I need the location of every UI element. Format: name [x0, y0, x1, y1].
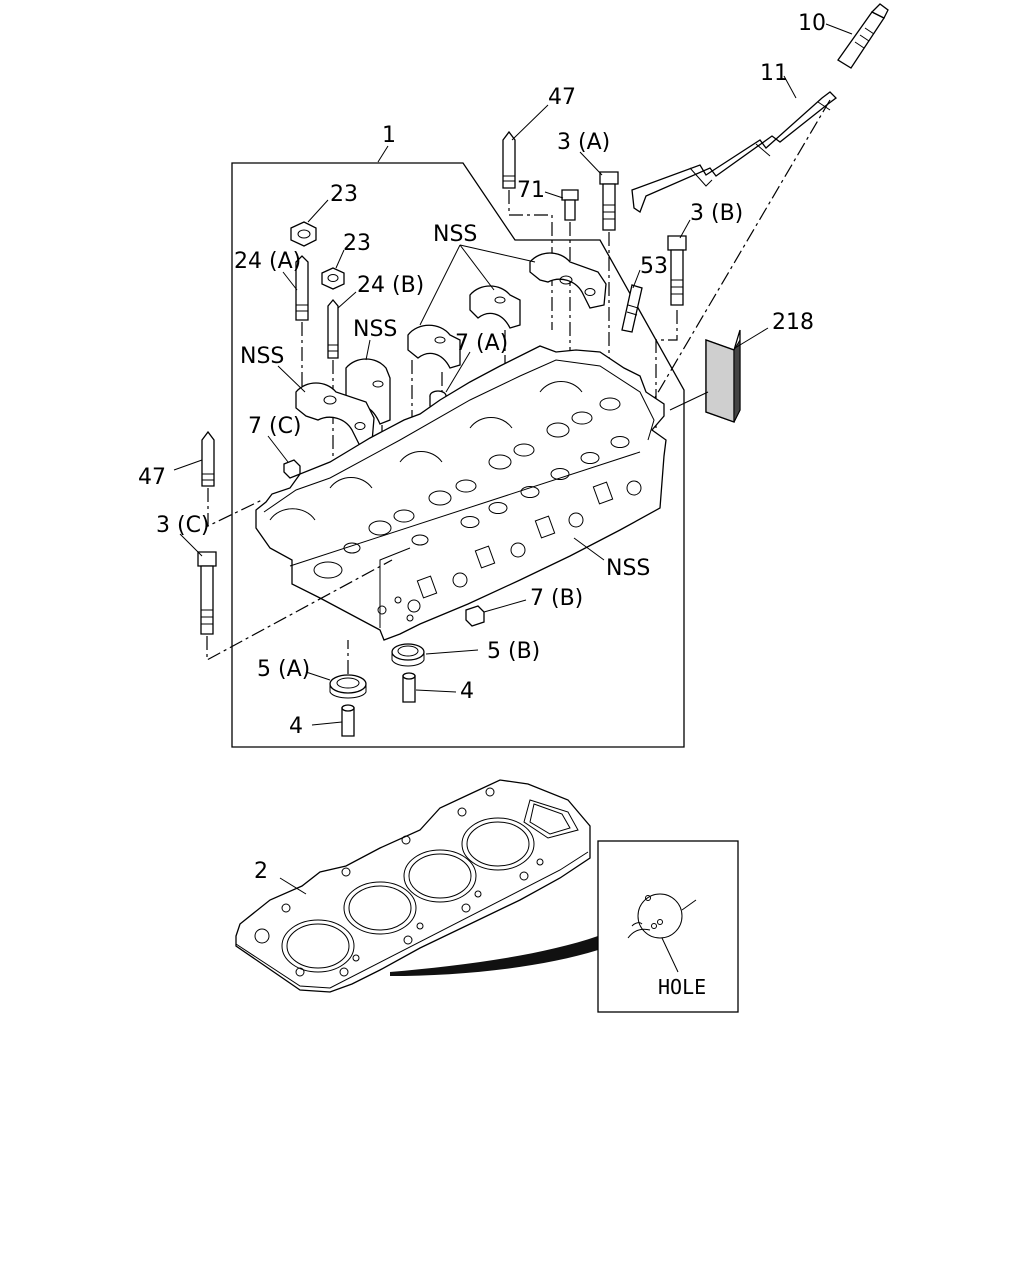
leader-7c [267, 435, 289, 463]
stud-24b [327, 298, 339, 359]
seal-5b [391, 643, 425, 667]
leader-71 [544, 191, 564, 199]
dowel-4-left [341, 704, 355, 737]
cylinder-head [255, 345, 667, 641]
callout-4-right: 4 [460, 679, 474, 704]
stud-53 [621, 284, 643, 333]
callout-23-lower: 23 [343, 231, 371, 256]
head-gasket [235, 779, 591, 993]
leader-5a [305, 671, 331, 681]
leader-4-left [311, 721, 343, 726]
callout-7a: 7 (A) [455, 331, 508, 356]
leader-24a [282, 271, 298, 291]
leader-nss-left [277, 365, 306, 393]
plate-218 [705, 329, 741, 423]
callout-71: 71 [517, 178, 545, 203]
callout-5b: 5 (B) [487, 639, 540, 664]
stud-47-left [201, 430, 215, 487]
leader-3b [679, 219, 691, 239]
bearing-cap-2 [469, 285, 521, 329]
bolt-71 [561, 189, 579, 221]
leader-3c [179, 533, 203, 557]
stud-47-top [502, 130, 516, 189]
callout-7b: 7 (B) [530, 586, 583, 611]
callout-47-top: 47 [548, 85, 576, 110]
seal-5a [329, 674, 367, 699]
callout-24b: 24 (B) [357, 273, 424, 298]
leader-23-upper [307, 199, 329, 223]
callout-nss-left: NSS [240, 344, 284, 369]
leader-10 [825, 23, 853, 35]
callout-nss-mid: NSS [353, 317, 397, 342]
callout-10: 10 [798, 11, 826, 36]
leader-47-top [511, 104, 549, 141]
bearing-cap-3 [407, 324, 461, 369]
leader-24b [337, 291, 357, 309]
leader-nss-top-1 [419, 244, 461, 326]
nut-23-lower [321, 267, 345, 290]
bolt-3a [599, 171, 619, 231]
glow-plug [837, 3, 889, 69]
leader-3a [579, 151, 603, 176]
callout-7c: 7 (C) [248, 414, 302, 439]
callout-218: 218 [772, 310, 814, 335]
leader-nss-right [573, 537, 605, 561]
leader-2 [279, 877, 307, 895]
callout-1: 1 [382, 123, 396, 148]
callout-nss-top: NSS [433, 222, 477, 247]
leader-5b [425, 649, 479, 655]
leader-218 [734, 327, 769, 349]
callout-4-left: 4 [289, 714, 303, 739]
plug-7b [465, 605, 485, 627]
callout-3b: 3 (B) [690, 201, 743, 226]
bolt-3b [667, 235, 687, 306]
callout-11: 11 [760, 61, 788, 86]
cylinder-head-group-frame [231, 162, 685, 748]
alignment-line-plug [629, 99, 831, 441]
callout-nss-right: NSS [606, 556, 650, 581]
callout-3c: 3 (C) [156, 513, 210, 538]
callout-3a: 3 (A) [557, 130, 610, 155]
nut-23-upper [290, 221, 317, 247]
leader-7a [445, 351, 471, 393]
stud-24a [295, 255, 309, 321]
hole-label: HOLE [658, 975, 706, 999]
callout-53: 53 [640, 254, 668, 279]
leader-nss-mid [365, 339, 371, 361]
callout-47-left: 47 [138, 465, 166, 490]
bearing-cap-1 [529, 252, 607, 309]
leader-4-right [415, 689, 457, 693]
leader-47-left [173, 459, 203, 471]
detail-pointer [390, 936, 598, 976]
callout-24a: 24 (A) [234, 249, 301, 274]
leader-53 [632, 269, 641, 289]
glow-plug-connector-plate [631, 91, 837, 213]
dowel-4-right [402, 672, 416, 703]
leader-23-lower [335, 249, 345, 269]
hole-detail-inset [597, 840, 739, 1013]
leader-11 [783, 75, 797, 99]
callout-5a: 5 (A) [257, 657, 310, 682]
callout-2: 2 [254, 859, 268, 884]
bolt-3c [197, 551, 217, 635]
plug-7c [283, 459, 301, 479]
leader-7b [483, 599, 527, 613]
callout-23-upper: 23 [330, 182, 358, 207]
